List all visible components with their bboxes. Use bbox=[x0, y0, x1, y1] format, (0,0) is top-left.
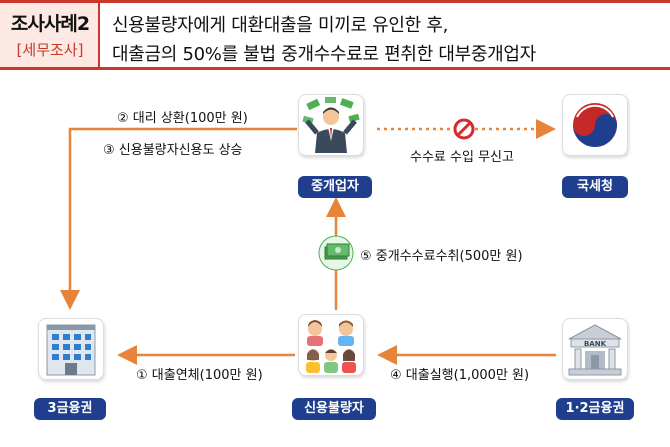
case-box: 조사사례2 [세무조사] bbox=[0, 3, 100, 67]
tier12-icon-box: BANK bbox=[562, 318, 628, 380]
step-3-label: ③ 신용불량자신용도 상승 bbox=[103, 143, 243, 158]
case-subtitle: [세무조사] bbox=[16, 41, 84, 59]
broker-label: 중개업자 bbox=[298, 176, 372, 198]
step-5-label: ⑤ 중개수수료수취(500만 원) bbox=[360, 249, 523, 264]
building-icon bbox=[46, 324, 96, 376]
debtor-label: 신용불량자 bbox=[292, 398, 376, 420]
broker-icon-box bbox=[298, 94, 364, 156]
prohibition-icon bbox=[453, 118, 475, 140]
bank-icon: BANK bbox=[568, 324, 622, 376]
nts-label: 국세청 bbox=[562, 176, 628, 198]
headline-line-2: 대출금의 50%를 불법 중개수수료로 편취한 대부중개업자 bbox=[112, 44, 536, 65]
people-group-icon bbox=[306, 320, 356, 373]
debtor-icon-box bbox=[298, 314, 364, 376]
headline-line-1: 신용불량자에게 대환대출을 미끼로 유인한 후, bbox=[112, 15, 449, 36]
tier12-label: 1·2금융권 bbox=[556, 398, 634, 420]
step-1-label: ① 대출연체(100만 원) bbox=[136, 368, 263, 383]
header-banner: 조사사례2 [세무조사] 신용불량자에게 대환대출을 미끼로 유인한 후, 대출… bbox=[0, 0, 670, 70]
nts-icon-box bbox=[562, 94, 628, 156]
step-4-label: ④ 대출실행(1,000만 원) bbox=[390, 368, 530, 383]
arrow-broker-to-tier3 bbox=[60, 127, 297, 310]
tier3-label: 3금융권 bbox=[34, 398, 106, 420]
case-title: 조사사례2 bbox=[10, 13, 90, 35]
government-emblem-icon bbox=[573, 103, 617, 147]
nts-note-label: 수수료 수입 무신고 bbox=[410, 150, 514, 165]
businessman-money-icon bbox=[302, 97, 360, 153]
tier3-icon-box bbox=[38, 318, 104, 380]
money-stack-icon bbox=[318, 235, 354, 271]
step-2-label: ② 대리 상환(100만 원) bbox=[117, 111, 248, 126]
bank-sign-text: BANK bbox=[584, 340, 607, 348]
